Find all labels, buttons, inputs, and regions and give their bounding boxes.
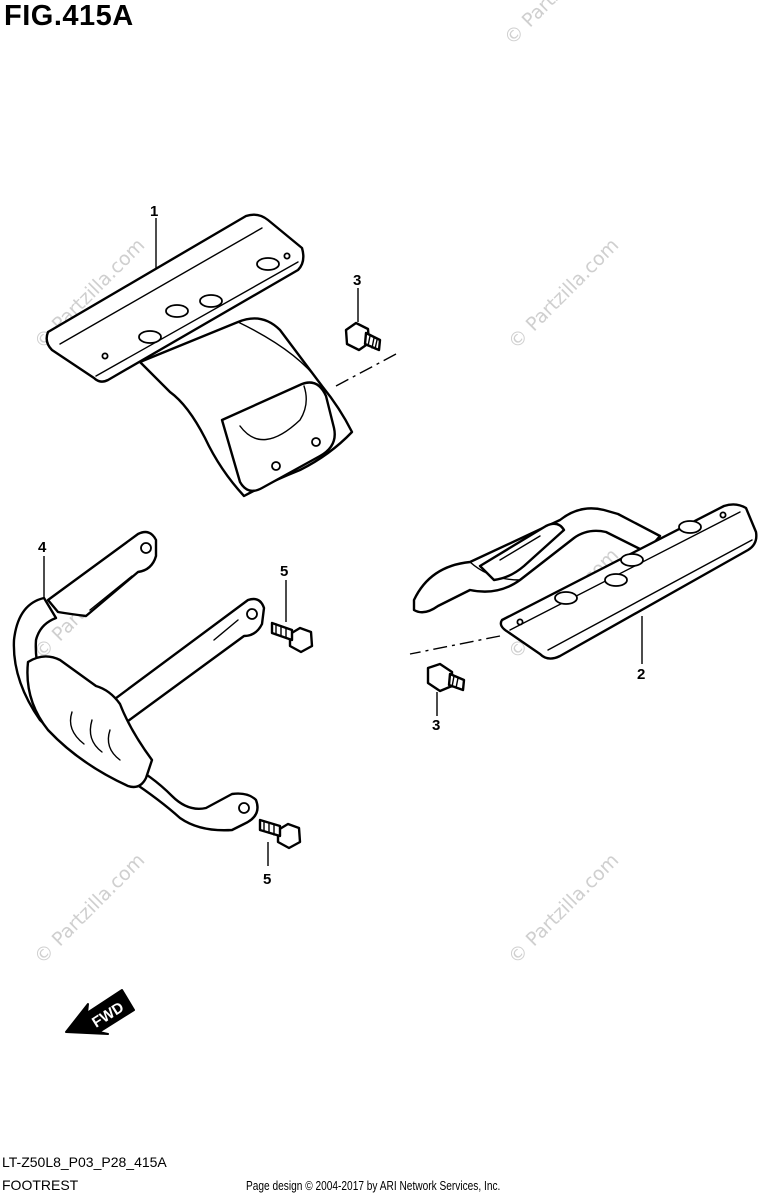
callout-3-upper: 3 (353, 272, 361, 289)
diagram-code: LT-Z50L8_P03_P28_415A (2, 1154, 167, 1170)
footrest-bracket-right (412, 503, 758, 660)
bolt-guard-lower (258, 818, 302, 850)
figure-title: FIG.415A (4, 0, 134, 32)
front-guard (12, 530, 266, 832)
footrest-bracket-left (45, 213, 354, 498)
callout-1: 1 (150, 203, 158, 220)
bolt-guard-upper (270, 621, 314, 654)
watermark: © Partzilla.com (504, 849, 623, 968)
callout-5-lower: 5 (263, 871, 271, 888)
bolt-alignment-line (409, 635, 501, 655)
watermark-group: © Partzilla.com © Partzilla.com © Partzi… (30, 0, 623, 969)
callout-4: 4 (38, 539, 47, 556)
bolt-upper (344, 321, 382, 352)
section-name: FOOTREST (2, 1177, 79, 1193)
callout-2: 2 (637, 666, 645, 683)
leader-lines (43, 218, 643, 866)
bolt-alignment-line (335, 353, 397, 387)
watermark: © Partzilla.com (30, 849, 149, 968)
copyright-notice: Page design © 2004-2017 by ARI Network S… (246, 1178, 501, 1193)
watermark: © Partzilla.com (500, 0, 619, 50)
callout-3-lower: 3 (432, 717, 440, 734)
callout-5-upper: 5 (280, 563, 288, 580)
bolt-lower-right (426, 662, 466, 693)
watermark: © Partzilla.com (504, 234, 623, 353)
fwd-arrow-icon: FWD (65, 989, 135, 1035)
